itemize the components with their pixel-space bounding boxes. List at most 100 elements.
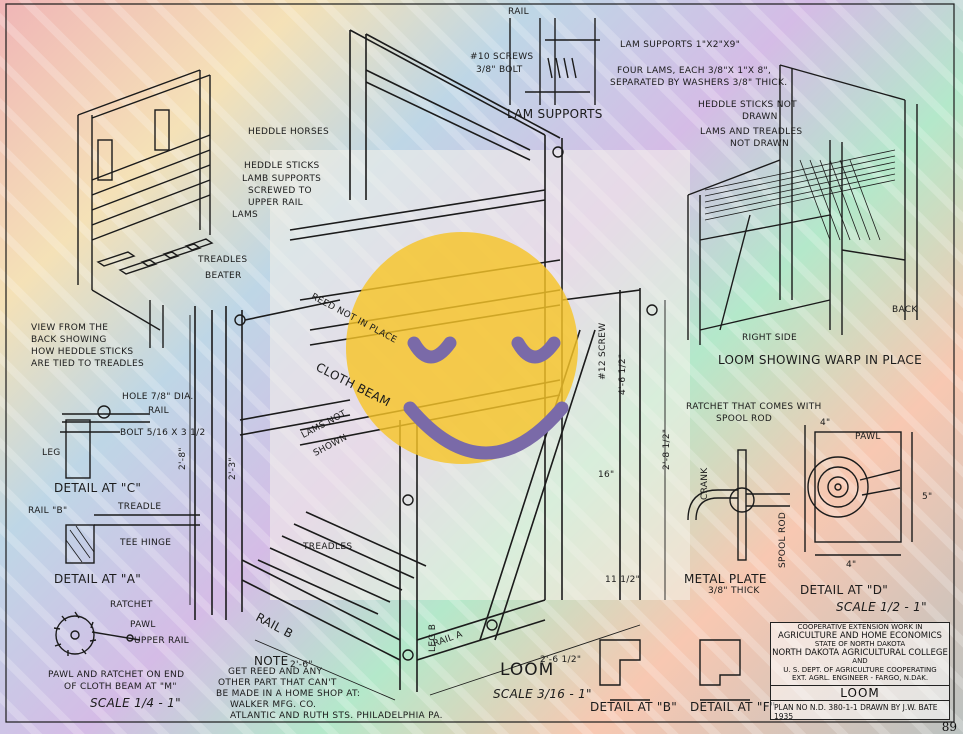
label-four-lams: FOUR LAMS, EACH 3/8"x 1"x 8", [617, 66, 772, 76]
label-metal-plate-1: METAL PLATE [684, 572, 767, 586]
label-note-title: NOTE [254, 654, 289, 668]
label-rail-b: RAIL "B" [28, 506, 68, 516]
label-view-back-1: VIEW FROM THE [31, 323, 109, 333]
label-tee-hinge: TEE HINGE [120, 538, 172, 548]
ratchet-drawing [53, 611, 141, 656]
detail-d-drawing [804, 425, 913, 556]
label-back: BACK [892, 305, 918, 315]
label-pawl-d: PAWL [855, 432, 881, 442]
label-view-back-4: ARE TIED TO TREADLES [31, 359, 144, 369]
label-detail-f: DETAIL AT "F" [690, 700, 776, 714]
tb-line5: AND [852, 657, 868, 665]
label-rail: RAIL [148, 406, 169, 416]
loom-with-warp [687, 64, 918, 345]
lam-supports-detail [509, 18, 600, 105]
label-pawl-ratchet-2: OF CLOTH BEAM AT "M" [64, 682, 177, 692]
label-hole: HOLE 7/8" DIA. [122, 392, 194, 402]
tb-plan: PLAN NO N.D. 380-1-1 DRAWN BY J.W. BATE … [774, 702, 938, 721]
label-heddle-horses: HEDDLE HORSES [248, 127, 329, 137]
crank-spool-drawing [687, 449, 790, 561]
dim-2: 2'-6" [290, 660, 313, 670]
label-heddle-not-drawn-2: DRAWN [742, 112, 778, 122]
label-note-4: WALKER MFG. CO. [230, 700, 317, 710]
dim-6: 2'-6 1/2" [540, 655, 582, 665]
detail-b-drawing [599, 639, 650, 701]
label-detail-b: DETAIL AT "B" [590, 700, 678, 714]
page-number: 89 [941, 720, 957, 734]
label-heddle-sticks: HEDDLE STICKS [244, 161, 320, 171]
tb-line2: AGRICULTURE AND HOME ECONOMICS [778, 630, 942, 641]
label-detail-c: DETAIL AT "C" [54, 481, 142, 495]
dim-3: 2'-8 1/2" [662, 428, 672, 470]
label-bolt-38: 3/8" BOLT [476, 65, 523, 75]
label-view-back-2: BACK SHOWING [31, 335, 107, 345]
label-loom-scale: SCALE 3/16 - 1" [493, 687, 592, 701]
label-screw-12: #12 SCREW [598, 322, 608, 380]
label-pawl-ratchet-1: PAWL AND RATCHET ON END [48, 670, 185, 680]
label-lams: LAMS [232, 210, 259, 220]
label-separated: SEPARATED BY WASHERS 3/8" THICK. [610, 78, 788, 88]
label-treadles: TREADLES [198, 255, 248, 265]
detail-c-drawing [60, 405, 150, 479]
tb-title: LOOM [771, 684, 949, 701]
dim-9: 5" [922, 492, 933, 502]
label-loom-warp: LOOM SHOWING WARP IN PLACE [718, 353, 922, 367]
label-screws-10: #10 SCREWS [470, 52, 534, 62]
label-lamb-supports-2: SCREWED TO [248, 186, 312, 196]
dim-10: 4" [846, 560, 857, 570]
dim-7: 11 1/2" [605, 575, 641, 585]
label-heddle-not-drawn-1: HEDDLE STICKS NOT [698, 100, 797, 110]
small-loom-back-view [77, 69, 214, 348]
label-lams-treadles-1: LAMS AND TREADLES [700, 127, 803, 137]
label-upper-rail: UPPER RAIL [134, 636, 189, 646]
dim-1: 2'-8" [178, 447, 188, 470]
label-lams-treadles-2: NOT DRAWN [730, 139, 789, 149]
label-note-3: BE MADE IN A HOME SHOP AT: [216, 689, 361, 699]
smiley-left-eye [407, 336, 457, 364]
label-loom-big: LOOM [500, 660, 555, 680]
dim-8: 16" [598, 470, 615, 480]
label-metal-plate-2: 3/8" THICK [708, 586, 760, 596]
title-block: COOPERATIVE EXTENSION WORK IN AGRICULTUR… [770, 622, 950, 721]
dim-4: 2'-3" [228, 457, 238, 480]
label-lamb-supports-1: LAMB SUPPORTS [242, 174, 322, 184]
detail-f-drawing [699, 639, 750, 701]
label-ratchet-spool-2: SPOOL ROD [716, 414, 773, 424]
label-leg: LEG [42, 448, 61, 458]
tb-line7: EXT. AGRL. ENGINEER - FARGO, N.DAK. [791, 674, 929, 682]
dim-5: 4'-6 1/2" [618, 353, 628, 395]
tb-line6: U. S. DEPT. OF AGRICULTURE COOPERATING [783, 665, 937, 674]
label-bolt: BOLT 5/16 x 3 1/2 [120, 428, 206, 438]
label-lam-supports: LAM SUPPORTS [507, 107, 603, 121]
label-lam-supports-dim: LAM SUPPORTS 1"x2"x9" [620, 40, 741, 50]
smiley-right-eye [511, 336, 561, 364]
label-scale-d: SCALE 1/2 - 1" [836, 600, 927, 614]
main-loom-frame [194, 29, 641, 692]
label-crank: CRANK [700, 467, 710, 500]
tb-line1: COOPERATIVE EXTENSION WORK IN [797, 623, 923, 631]
label-spool-rod: SPOOL ROD [778, 511, 788, 568]
label-ratchet: RATCHET [110, 600, 153, 610]
label-beater: BEATER [205, 271, 242, 281]
label-view-back-3: HOW HEDDLE STICKS [31, 347, 134, 357]
label-ratchet-spool-1: RATCHET THAT COMES WITH [686, 402, 822, 412]
label-treadle: TREADLE [118, 502, 162, 512]
label-scale-small: SCALE 1/4 - 1" [90, 696, 181, 710]
tb-line3: STATE OF NORTH DAKOTA [814, 640, 906, 648]
label-right-side: RIGHT SIDE [742, 333, 797, 343]
tb-line4: NORTH DAKOTA AGRICULTURAL COLLEGE [772, 647, 948, 658]
label-leg-b: LEG B [428, 623, 438, 652]
label-note-5: ATLANTIC AND RUTH STS. PHILADELPHIA PA. [230, 711, 443, 721]
label-detail-d: DETAIL AT "D" [800, 583, 889, 597]
label-note-1: GET REED AND ANY [228, 667, 323, 677]
detail-a-drawing [65, 514, 200, 564]
dim-11: 4" [820, 418, 831, 428]
smiley-mouth [403, 401, 569, 460]
label-rail-top: RAIL [508, 7, 529, 17]
label-lamb-supports-3: UPPER RAIL [248, 198, 303, 208]
label-note-2: OTHER PART THAT CAN'T [218, 678, 337, 688]
label-detail-a: DETAIL AT "A" [54, 572, 142, 586]
